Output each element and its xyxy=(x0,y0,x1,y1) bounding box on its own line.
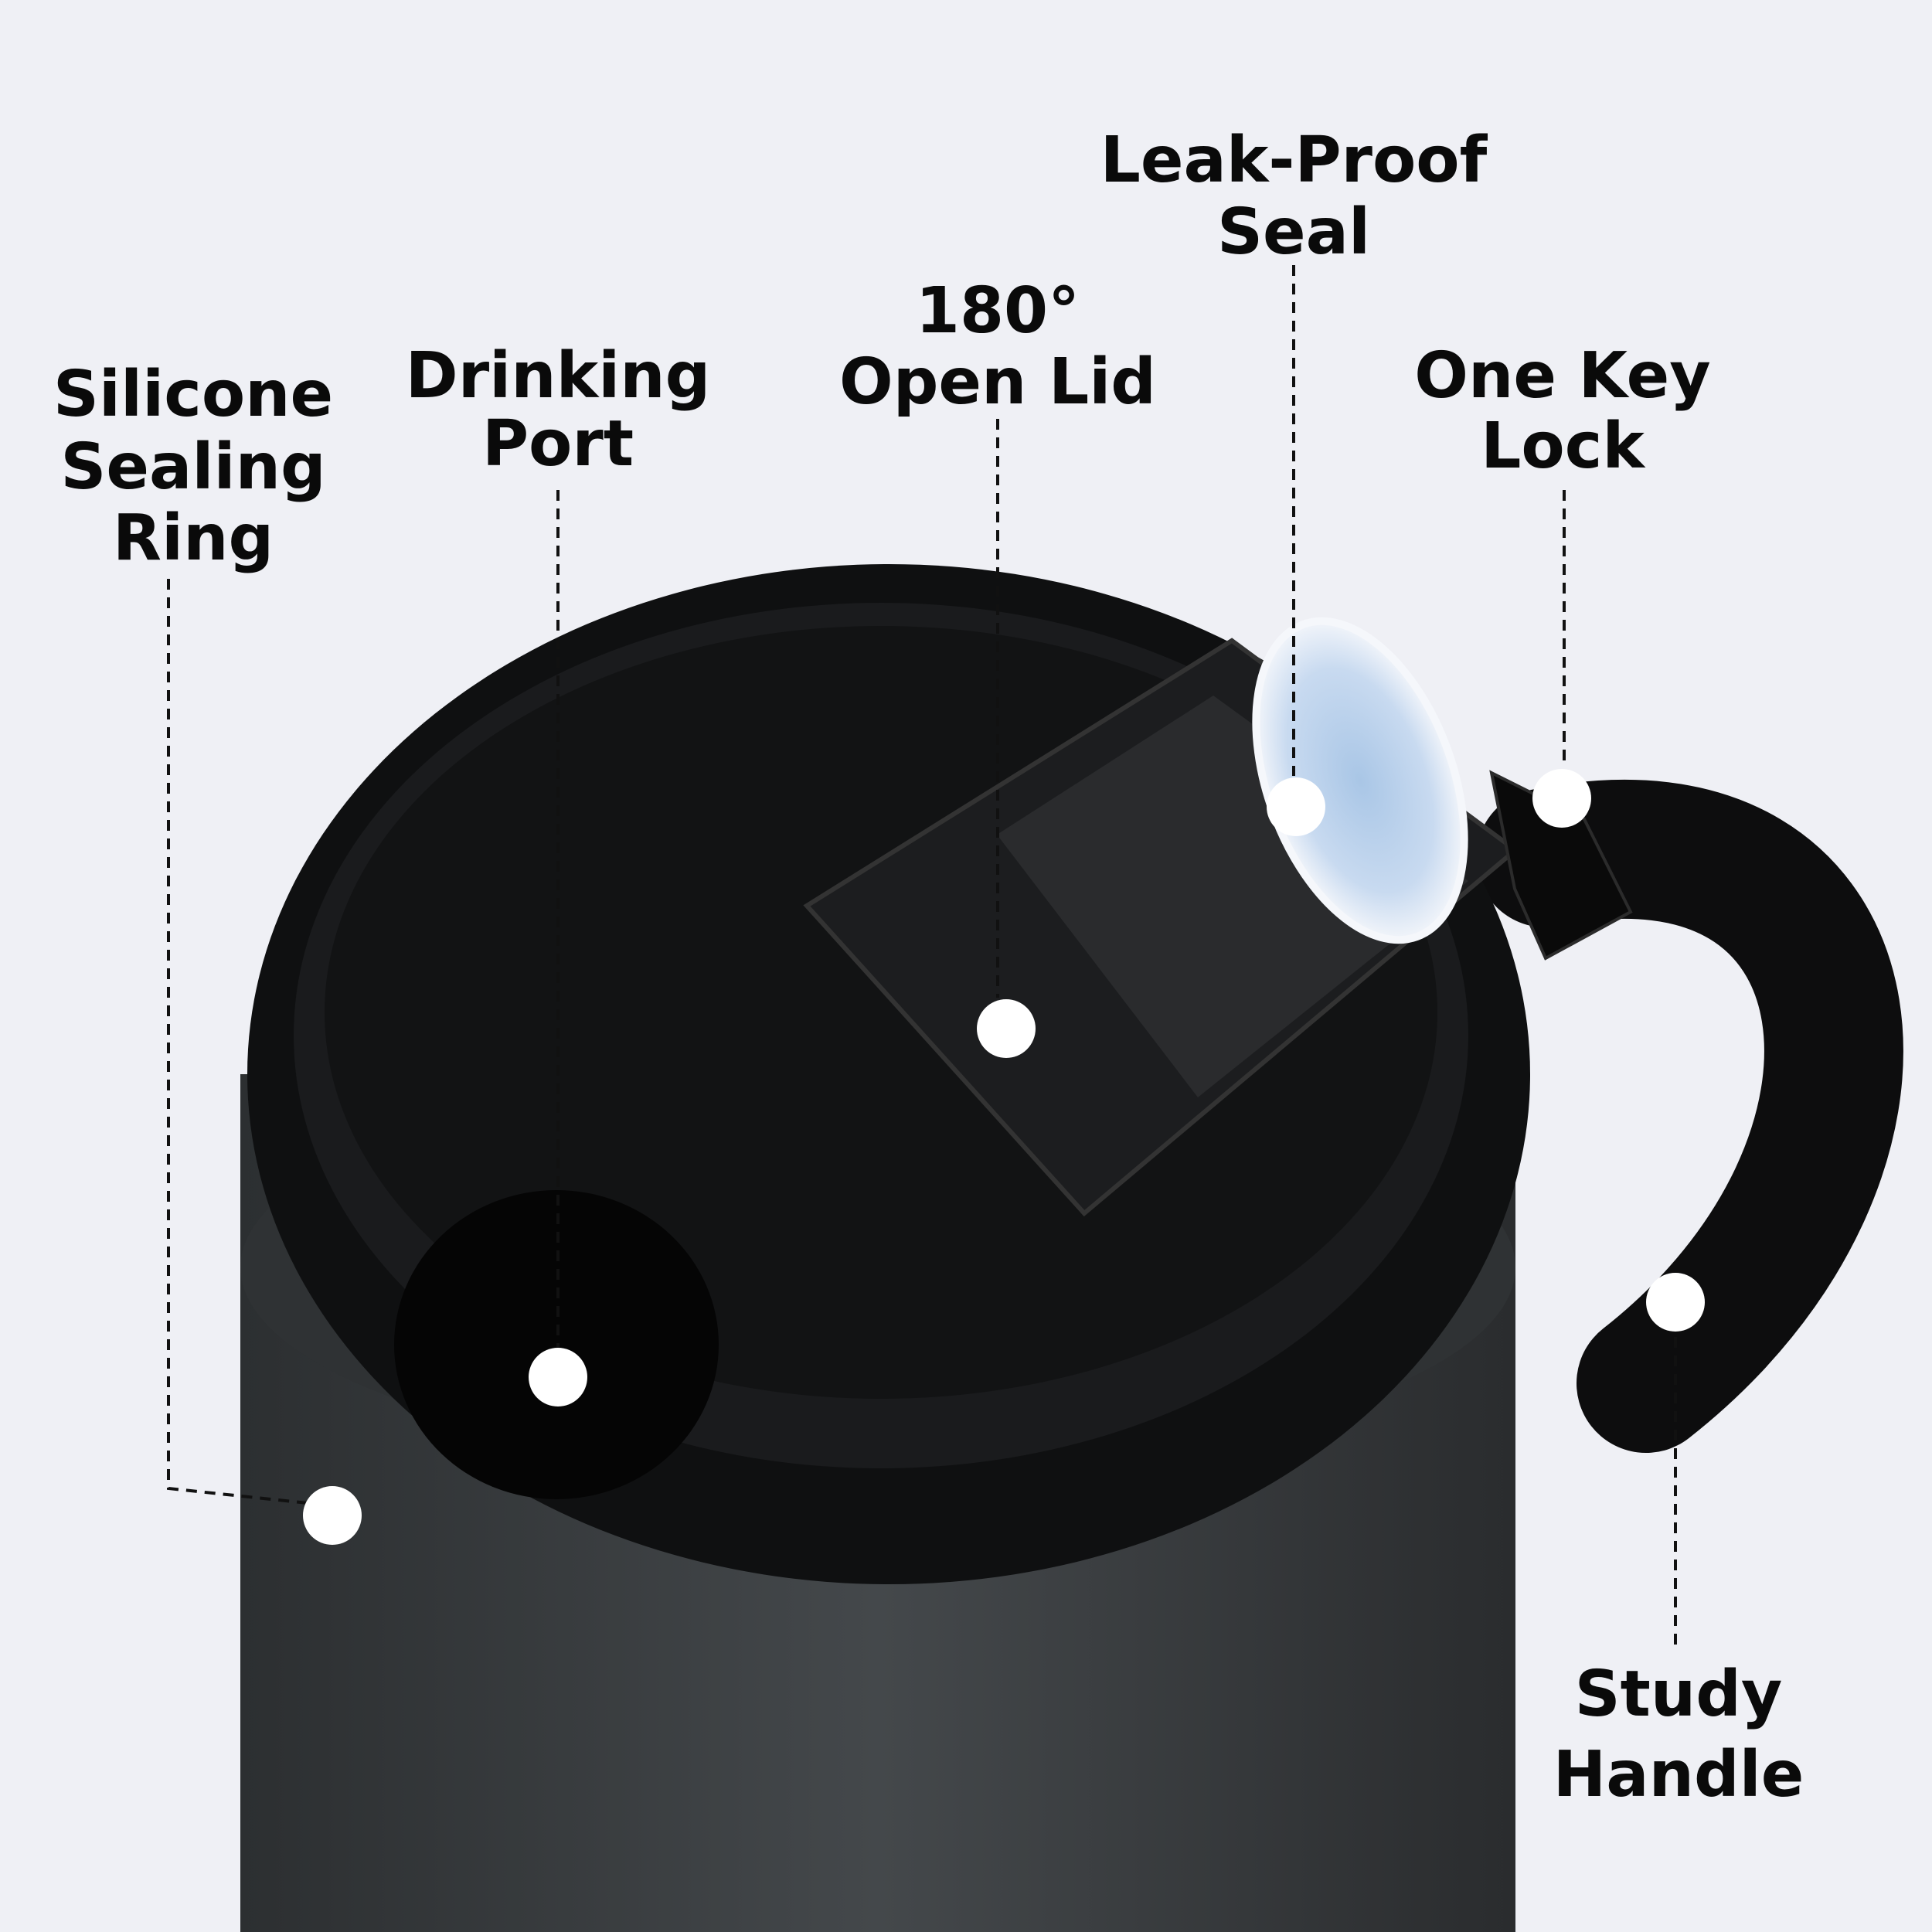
marker-sealing-ring xyxy=(303,1486,362,1545)
label-line: Drinking xyxy=(406,339,711,413)
label-sealing-ring: Silicone Sealing Ring xyxy=(53,358,333,575)
label-handle: Study Handle xyxy=(1553,1658,1804,1811)
marker-handle xyxy=(1646,1273,1705,1332)
marker-leak-proof xyxy=(1267,777,1325,836)
label-line: One Key xyxy=(1414,339,1710,413)
label-line: Ring xyxy=(113,502,274,575)
label-open-lid: 180° Open Lid xyxy=(839,274,1156,419)
label-one-key-lock: One Key Lock xyxy=(1414,339,1710,483)
label-line: Study xyxy=(1575,1658,1783,1731)
label-line: 180° xyxy=(916,274,1080,348)
label-line: Handle xyxy=(1553,1738,1804,1811)
label-line: Sealing xyxy=(60,430,325,504)
label-line: Port xyxy=(482,407,634,481)
label-line: Open Lid xyxy=(839,345,1156,419)
marker-open-lid xyxy=(977,999,1036,1058)
marker-lock xyxy=(1532,769,1591,828)
label-leak-proof-seal: Leak-Proof Seal xyxy=(1100,124,1488,269)
mug-handle xyxy=(1476,779,1903,1453)
label-line: Silicone xyxy=(53,358,333,431)
leader-line-sealing-ring xyxy=(167,579,308,1505)
label-line: Leak-Proof xyxy=(1100,124,1488,197)
marker-drinking-port xyxy=(529,1348,587,1406)
label-drinking-port: Drinking Port xyxy=(406,339,711,481)
label-line: Lock xyxy=(1481,410,1646,483)
label-line: Seal xyxy=(1217,196,1370,269)
